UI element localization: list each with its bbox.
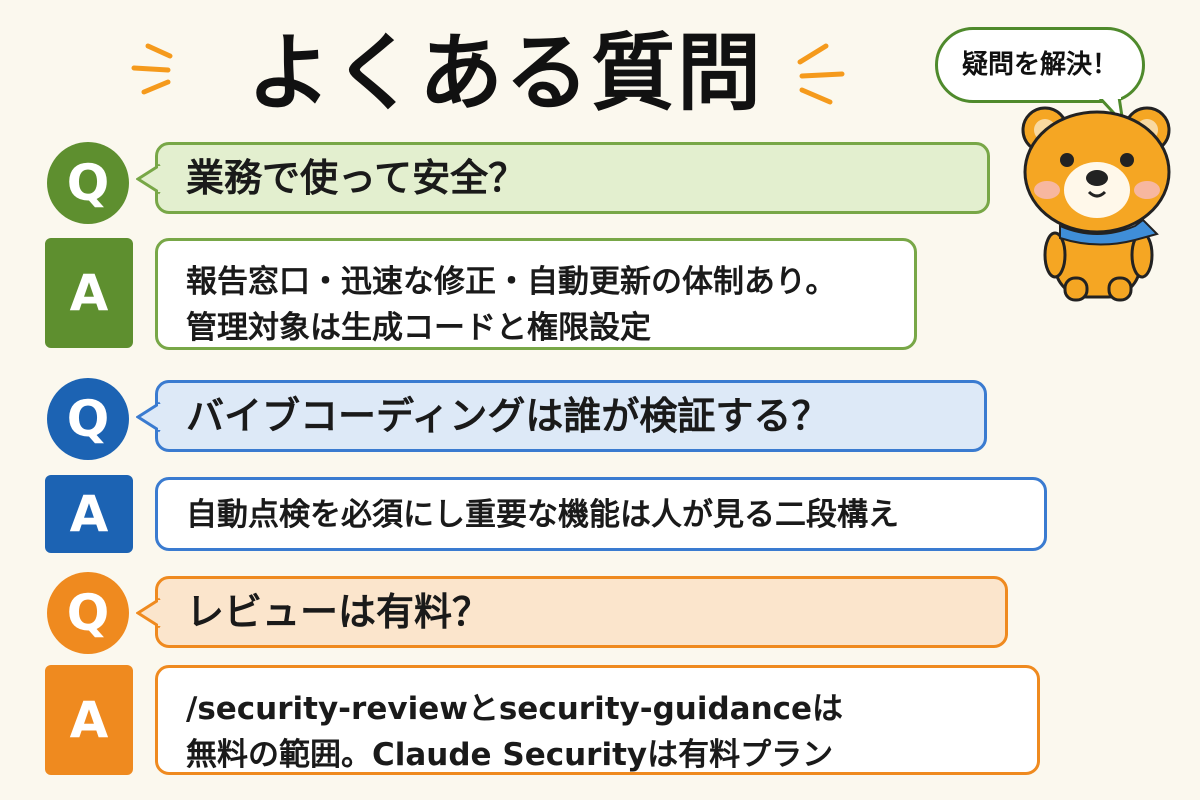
right-sparkle-icon [797,43,845,105]
answer-3-line-2: 無料の範囲。Claude Securityは有料プラン [186,737,834,773]
answer-3-line-1: /security-reviewとsecurity-guidanceは [186,691,844,727]
answer-1-line-2: 管理対象は生成コードと権限設定 [186,310,651,346]
left-sparkle-icon [131,43,173,95]
bear-mascot-icon [1021,106,1171,302]
question-3: レビューは有料？ [136,576,1008,648]
answer-1-line-1: 報告窓口・迅速な修正・自動更新の体制あり。 [186,264,837,300]
question-1-text: 業務で使って安全？ [186,156,527,200]
question-3-tail [136,597,162,629]
a-badge-2: A [45,475,133,553]
a-badge-1: A [45,238,133,348]
speech-bubble: 疑問を解決！ [935,27,1145,103]
question-2-text: バイブコーディングは誰が検証する？ [186,394,830,438]
q-badge-3: Q [47,572,129,654]
question-3-text: レビューは有料？ [186,590,491,634]
question-2-tail [136,401,162,433]
answer-1: 報告窓口・迅速な修正・自動更新の体制あり。 管理対象は生成コードと権限設定 [155,238,917,350]
q-badge-2: Q [47,378,129,460]
question-2: バイブコーディングは誰が検証する？ [136,380,987,452]
question-1-tail [136,163,162,195]
page-title: よくある質問 [246,24,763,122]
a-badge-3: A [45,665,133,775]
answer-2: 自動点検を必須にし重要な機能は人が見る二段構え [155,477,1047,551]
answer-2-line-1: 自動点検を必須にし重要な機能は人が見る二段構え [186,497,899,533]
question-1: 業務で使って安全？ [136,142,990,214]
answer-3: /security-reviewとsecurity-guidanceは 無料の範… [155,665,1040,775]
q-badge-1: Q [47,142,129,224]
